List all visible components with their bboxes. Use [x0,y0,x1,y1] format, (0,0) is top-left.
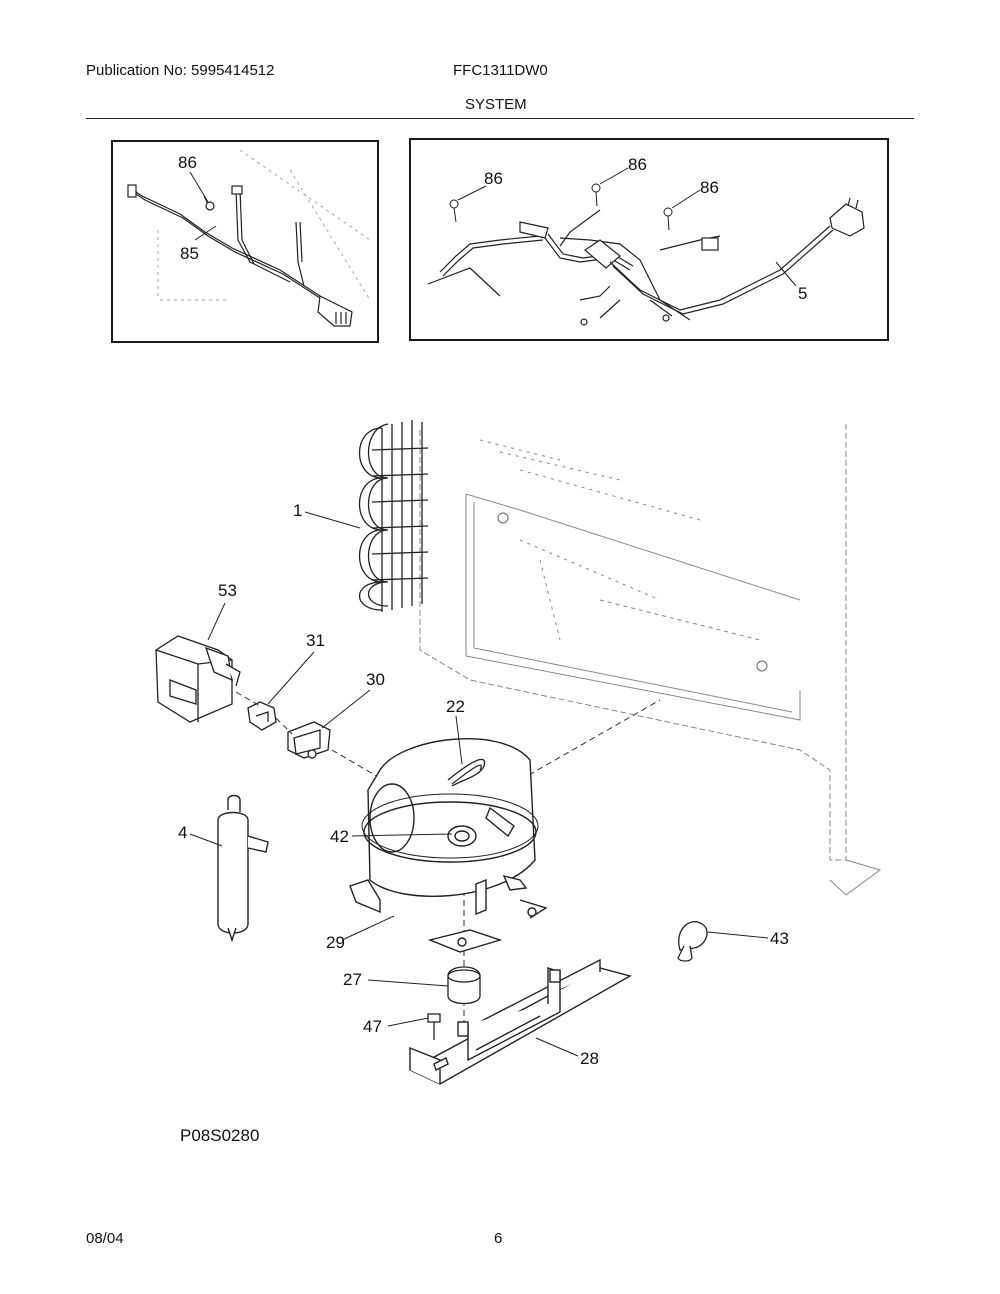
screw [427,1013,441,1040]
leader-31 [267,651,315,705]
leader-28 [535,1037,579,1057]
callout-4: 4 [178,823,187,842]
callout-28: 28 [580,1049,599,1068]
header-rule [86,118,914,119]
leader-86-right-b [599,167,629,185]
leader-42 [351,833,453,837]
leader-53 [207,602,226,641]
footer-date: 08/04 [86,1230,124,1247]
cabinet-outline [419,424,882,896]
footer-page-number: 6 [494,1230,503,1247]
leader-43 [707,931,769,939]
harness-85-drawing [127,149,371,327]
section-title: SYSTEM [465,96,527,113]
harness-5-drawing [427,197,865,326]
overload [287,721,331,759]
compressor [349,738,548,953]
publication-number: Publication No: 5995414512 [86,62,275,79]
callout-85: 85 [180,244,199,263]
leader-47 [387,1017,429,1027]
callout-42: 42 [330,827,349,846]
callout-22: 22 [446,697,465,716]
callout-53: 53 [218,581,237,600]
callout-86-left: 86 [178,153,197,172]
callout-86-right-c: 86 [700,178,719,197]
figure-code: P08S0280 [180,1126,260,1145]
drier [217,794,269,943]
callout-31: 31 [306,631,325,650]
process-tube-wire [447,758,486,787]
callout-43: 43 [770,929,789,948]
callout-86-right-b: 86 [628,155,647,174]
callout-1: 1 [293,501,302,520]
leader-22 [455,715,463,765]
callout-29: 29 [326,933,345,952]
base-plate [408,958,632,1085]
mount-grommet [447,966,481,1005]
leader-86-left [189,171,209,203]
model-number: FFC1311DW0 [453,62,548,79]
inset-right-harness [409,138,889,341]
condenser-coil [358,420,429,612]
leader-86-right-a [457,185,487,201]
screw-icons-right [449,183,673,231]
callout-5: 5 [798,284,807,303]
callout-47: 47 [363,1017,382,1036]
leader-85 [194,225,217,241]
leader-86-right-c [671,189,701,209]
leader-1 [304,511,361,529]
leader-27 [367,979,449,987]
callout-86-right-a: 86 [484,169,503,188]
clamp [677,921,708,962]
callout-30: 30 [366,670,385,689]
leader-5 [775,261,797,287]
leader-29 [341,915,395,941]
relay-cover [155,635,241,723]
leader-4 [189,833,223,847]
callout-27: 27 [343,970,362,989]
relay [247,701,277,731]
leader-30 [321,689,371,729]
